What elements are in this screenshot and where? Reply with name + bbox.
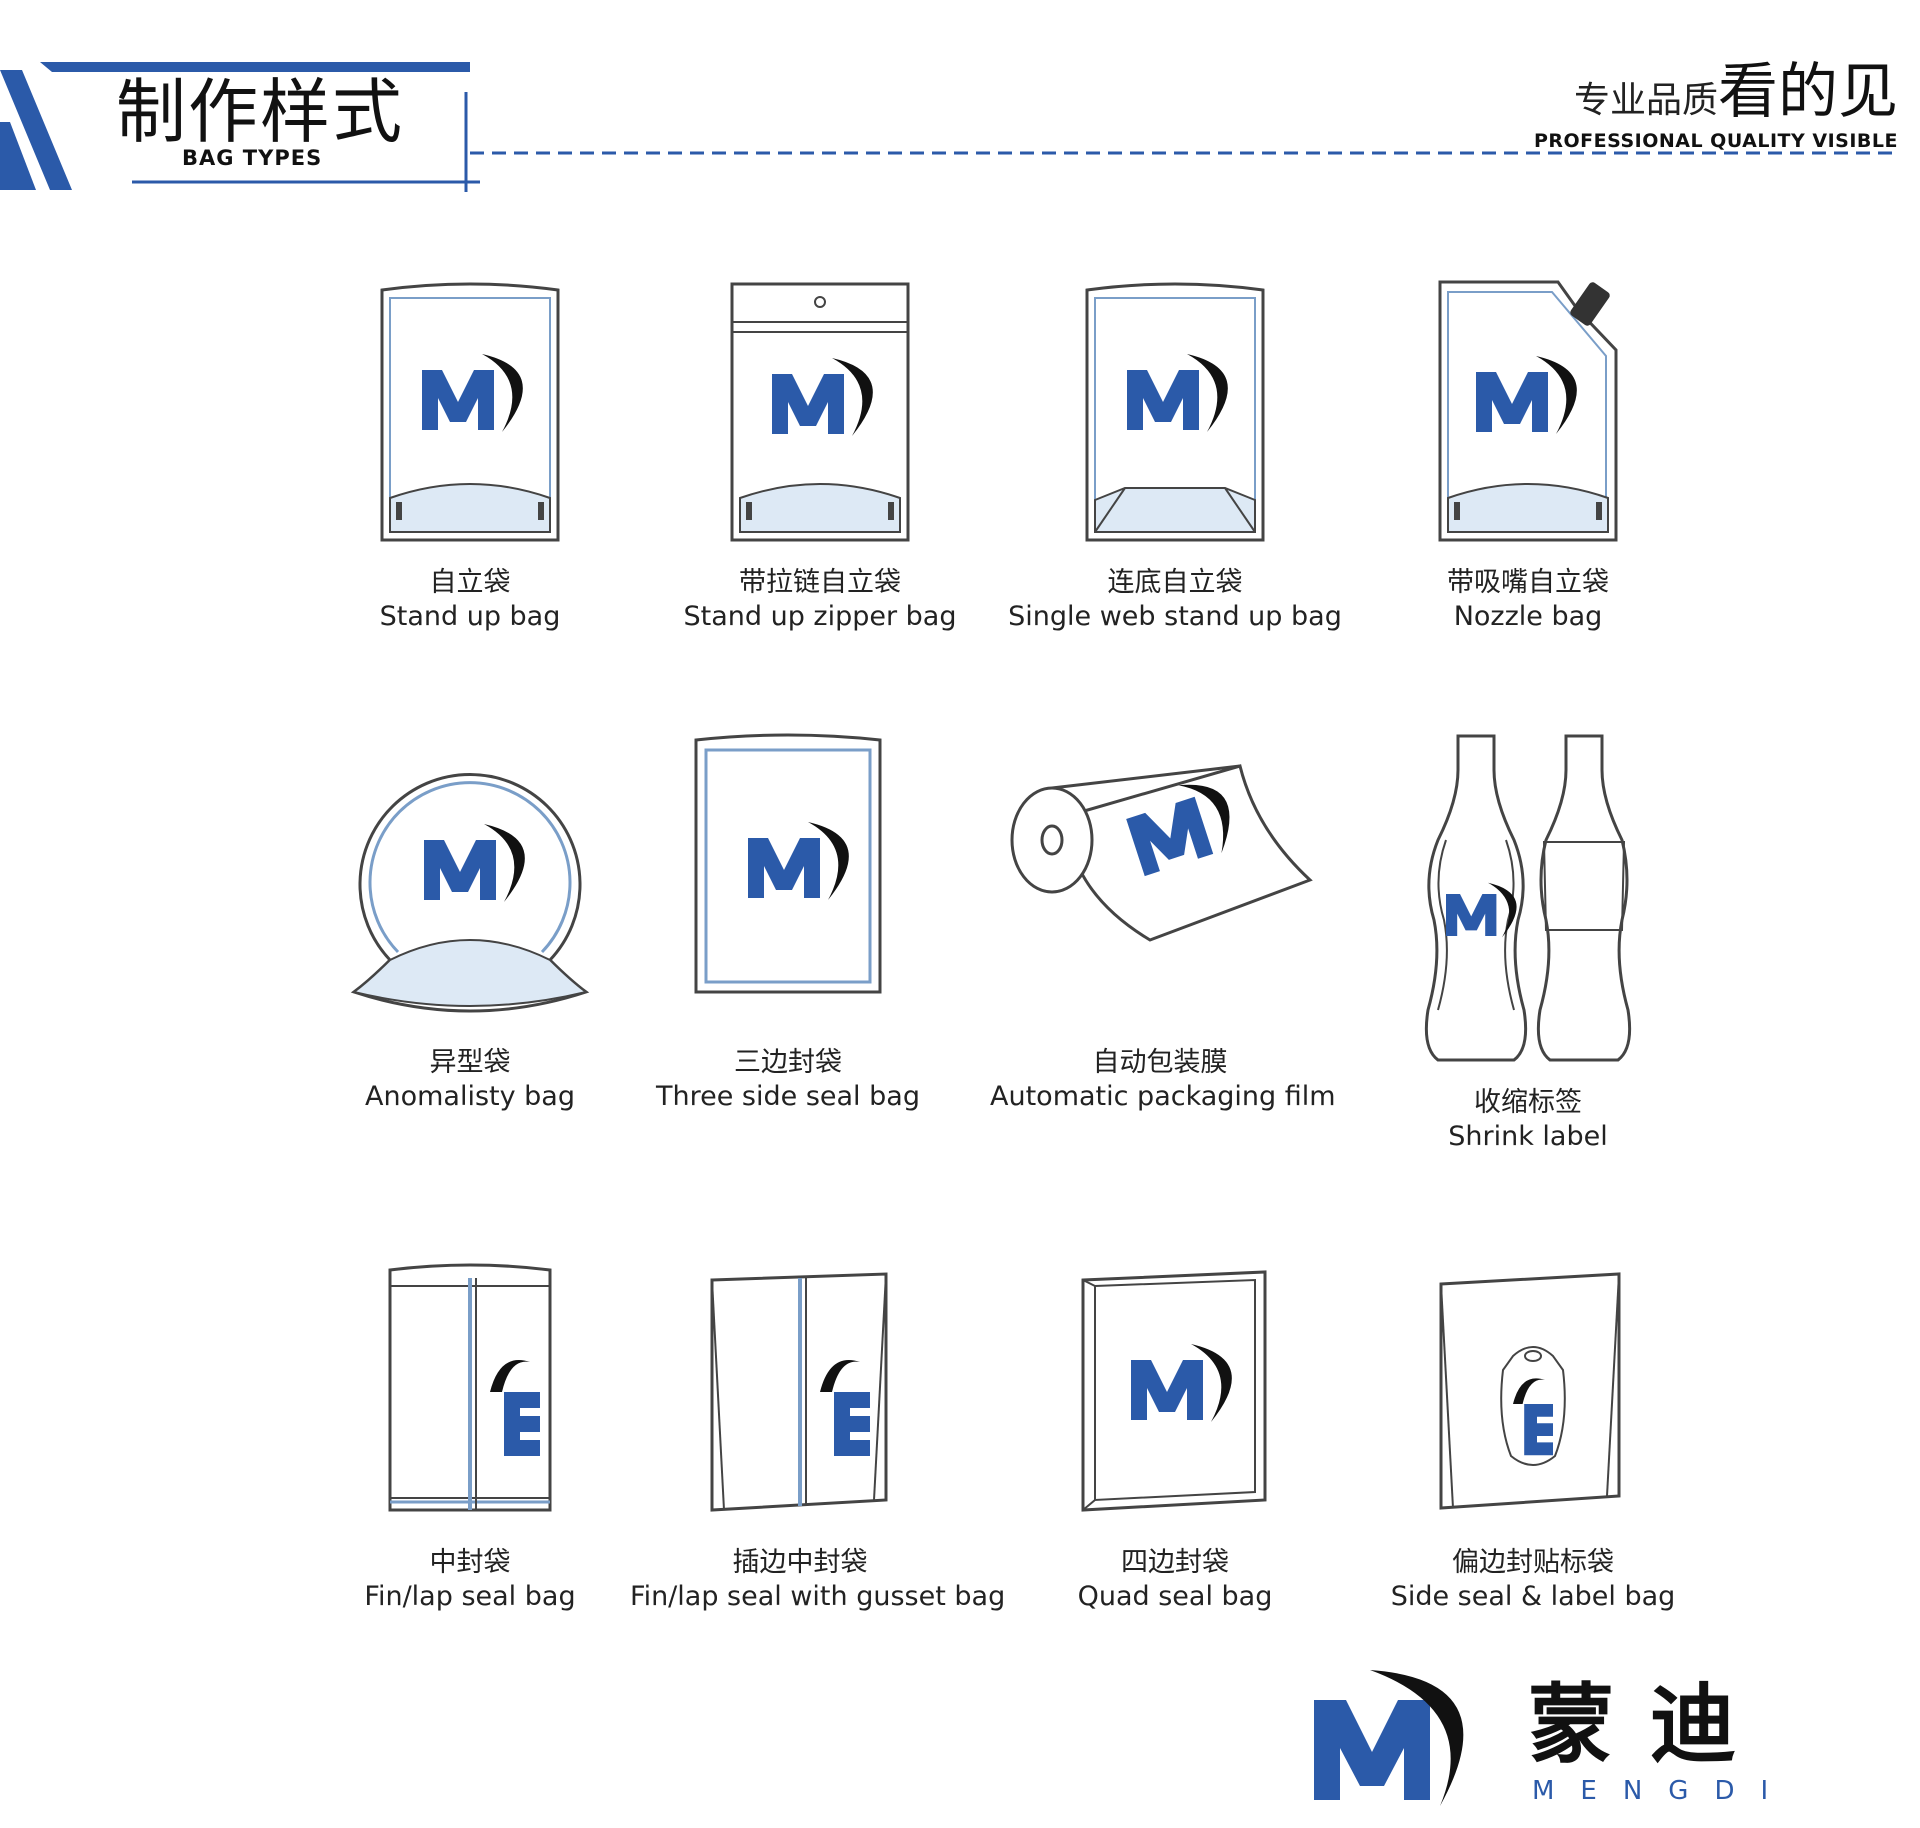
bag-item-film: 自动包装膜 Automatic packaging film [990,730,1336,1112]
slogan-big: 看的见 [1718,57,1898,127]
three-side-seal-bag-icon [694,733,882,994]
bag-caption-en: Stand up zipper bag [683,601,957,632]
gusset-bag-icon [710,1272,888,1512]
single-web-bag-icon [1085,282,1265,542]
bag-item-stand-up: 自立袋 Stand up bag [300,270,640,632]
film-roll-icon [1010,764,1313,942]
bag-caption-cn: 偏边封贴标袋 [1452,1547,1614,1578]
quad-seal-bag-icon [1081,1270,1267,1512]
bag-item-fin-seal: 中封袋 Fin/lap seal bag [300,1260,640,1612]
bag-item-quad-seal: 四边封袋 Quad seal bag [1005,1260,1345,1612]
bag-item-nozzle: 带吸嘴自立袋 Nozzle bag [1358,270,1698,632]
bag-caption-en: Automatic packaging film [990,1081,1336,1112]
bag-caption-en: Stand up bag [379,601,561,632]
brand-name-en: MENGDI [1532,1776,1795,1806]
bag-caption-cn: 收缩标签 [1474,1087,1582,1118]
bag-caption-cn: 三边封袋 [734,1047,842,1078]
brand-name-cn: 蒙迪 [1528,1675,1772,1775]
bag-caption-en: Fin/lap seal bag [364,1581,576,1612]
bag-caption-cn: 中封袋 [429,1547,511,1578]
bag-item-gusset: 插边中封袋 Fin/lap seal with gusset bag [630,1260,1006,1612]
bag-item-shrink-label: 收缩标签 Shrink label [1358,730,1698,1152]
bag-caption-en: Single web stand up bag [1008,601,1342,632]
bag-caption-cn: 自动包装膜 [1092,1047,1228,1078]
bag-caption-en: Nozzle bag [1453,601,1603,632]
stand-up-bag-icon [380,282,560,542]
bag-caption-cn: 连底自立袋 [1107,567,1243,598]
chevron-decoration-icon [0,62,480,192]
fin-seal-bag-icon [388,1263,552,1512]
bottle-label-icon [1424,734,1632,1062]
bag-caption-en: Side seal & label bag [1390,1581,1676,1612]
bag-caption-cn: 自立袋 [429,567,511,598]
bag-item-side-seal-label: 偏边封贴标袋 Side seal & label bag [1363,1260,1703,1612]
slogan-small: 专业品质 [1573,80,1718,121]
bag-caption-en: Shrink label [1448,1121,1608,1152]
bag-caption-cn: 带吸嘴自立袋 [1447,567,1609,598]
nozzle-bag-icon [1438,280,1618,542]
page-subtitle: BAG TYPES [182,146,323,170]
bag-caption-en: Three side seal bag [656,1081,920,1112]
brand-footer: 蒙迪 MENGDI [1310,1660,1790,1810]
mengdi-logo-icon [1314,1670,1464,1806]
header-dashed-rule [470,151,1900,155]
bag-item-single-web: 连底自立袋 Single web stand up bag [1005,270,1345,632]
bag-item-shaped: 异型袋 Anomalisty bag [300,730,640,1112]
slogan-english: PROFESSIONAL QUALITY VISIBLE [1533,130,1898,152]
bag-caption-cn: 带拉链自立袋 [739,567,901,598]
bag-caption-en: Anomalisty bag [365,1081,575,1112]
bag-caption-cn: 插边中封袋 [732,1547,868,1578]
bag-caption-cn: 异型袋 [429,1047,511,1078]
header-slogan: 专业品质看的见 PROFESSIONAL QUALITY VISIBLE [1534,62,1898,152]
bag-item-three-side: 三边封袋 Three side seal bag [618,730,958,1112]
zipper-bag-icon [730,282,910,542]
bag-caption-en: Quad seal bag [1077,1581,1273,1612]
bag-caption-cn: 四边封袋 [1121,1547,1229,1578]
bag-caption-en: Fin/lap seal with gusset bag [630,1581,1006,1612]
shaped-bag-icon [350,773,590,1013]
page-title: 制作样式 [116,71,404,153]
header-left: 制作样式 BAG TYPES [0,28,480,192]
bag-item-zipper: 带拉链自立袋 Stand up zipper bag [650,270,990,632]
side-seal-label-bag-icon [1439,1272,1621,1510]
